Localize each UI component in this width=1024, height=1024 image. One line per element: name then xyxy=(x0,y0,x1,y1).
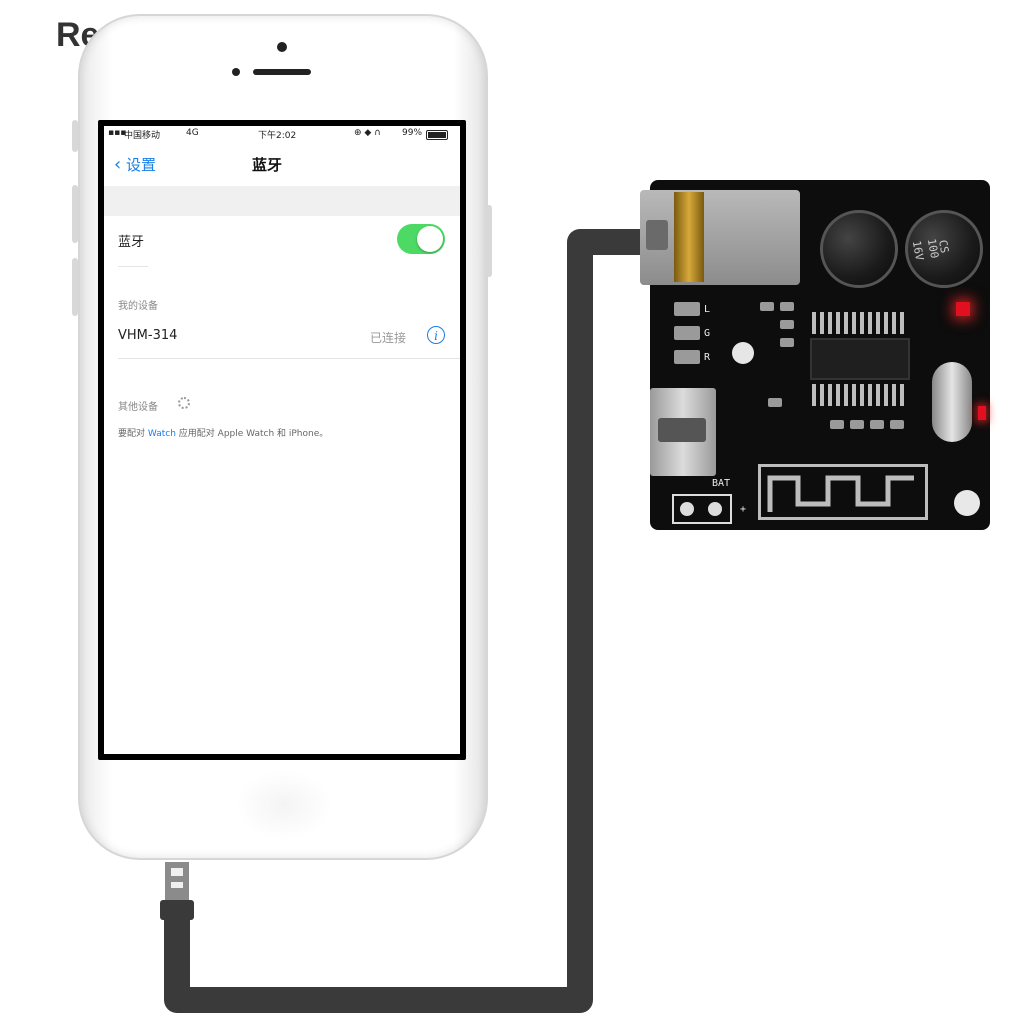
back-button-label: 设置 xyxy=(125,156,156,174)
mute-switch xyxy=(72,120,78,152)
battery-percent: 99% xyxy=(402,128,423,138)
bluetooth-row-label: 蓝牙 xyxy=(118,235,145,250)
status-led xyxy=(956,302,970,316)
status-icons: ⊕ ◆ ∩ xyxy=(354,128,381,138)
pad-label-g: G xyxy=(704,328,711,339)
clock-label: 下午2:02 xyxy=(258,131,297,141)
hint-suffix: 应用配对 Apple Watch 和 iPhone。 xyxy=(178,429,329,439)
pad-label-l: L xyxy=(704,304,711,315)
antenna-trace xyxy=(758,464,928,520)
phone-display: ▪▪▪ 中国移动 4G 下午2:02 ⊕ ◆ ∩ 99% ‹ 设置 蓝牙 蓝牙 … xyxy=(104,126,460,754)
volume-down-button xyxy=(72,258,78,316)
watch-app-link[interactable]: Watch xyxy=(147,429,176,439)
toggle-knob xyxy=(417,226,443,252)
earpiece-speaker xyxy=(253,69,311,75)
carrier-label: 中国移动 xyxy=(124,131,161,141)
watch-hint: 要配对 Watch 应用配对 Apple Watch 和 iPhone。 xyxy=(118,426,328,439)
power-button xyxy=(486,205,492,277)
device-status: 已连接 xyxy=(370,331,407,345)
info-icon[interactable]: i xyxy=(427,326,445,344)
antenna-pattern xyxy=(767,475,914,512)
hint-prefix: 要配对 xyxy=(118,429,146,439)
pad-label-r: R xyxy=(704,352,711,363)
mounting-hole xyxy=(954,490,980,516)
capacitor-right xyxy=(905,210,983,288)
battery-icon xyxy=(426,130,448,140)
jack-socket xyxy=(674,192,704,282)
battery-terminal xyxy=(672,494,732,524)
camera-icon xyxy=(277,42,287,52)
back-button[interactable]: ‹ 设置 xyxy=(114,154,156,175)
device-row[interactable]: VHM-314 已连接 xyxy=(104,316,460,356)
sensor-icon xyxy=(232,68,240,76)
divider xyxy=(118,266,148,267)
plus-label: + xyxy=(740,504,747,515)
bluetooth-audio-board: CS 100 16V L G R BAT + xyxy=(640,180,990,530)
my-devices-header: 我的设备 xyxy=(118,301,158,312)
capacitor-left xyxy=(820,210,898,288)
network-label: 4G xyxy=(186,128,199,138)
loading-spinner-icon xyxy=(178,397,190,409)
volume-up-button xyxy=(72,185,78,243)
chevron-left-icon: ‹ xyxy=(114,154,122,175)
other-devices-header: 其他设备 xyxy=(118,402,158,413)
signal-icon: ▪▪▪ xyxy=(108,128,127,138)
crystal-oscillator xyxy=(932,362,972,442)
divider xyxy=(118,358,460,359)
section-gap xyxy=(104,186,460,216)
home-area xyxy=(236,770,332,840)
device-name: VHM-314 xyxy=(118,328,178,343)
bat-label: BAT xyxy=(712,478,731,489)
bluetooth-chip xyxy=(810,338,910,380)
page-title: 蓝牙 xyxy=(252,156,283,174)
